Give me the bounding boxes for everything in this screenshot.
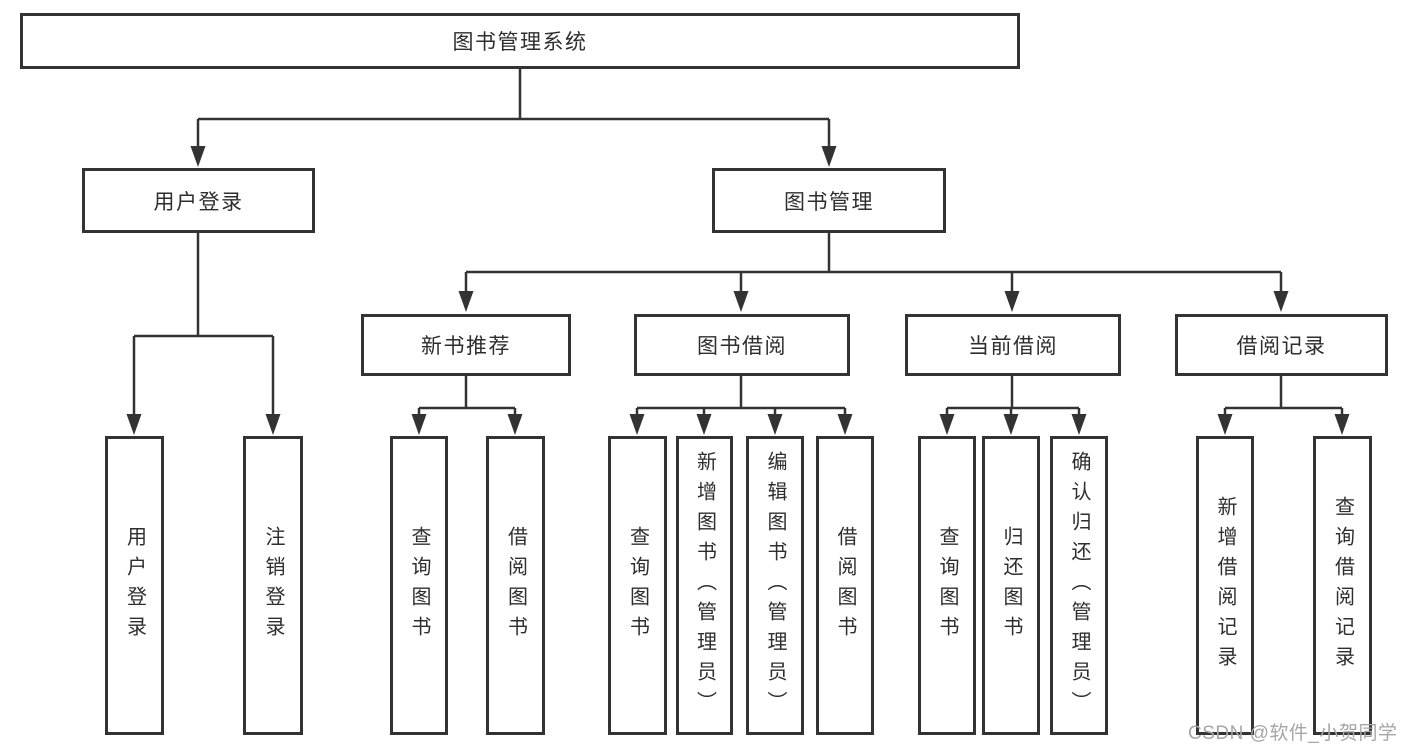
leaf-borrow-add-book-admin: 新增图书（管理员）	[676, 436, 733, 735]
node-root: 图书管理系统	[20, 13, 1020, 69]
leaf-recommend-borrow-book: 借阅图书	[486, 436, 545, 735]
node-user-login: 用户登录	[82, 168, 315, 233]
leaf-current-confirm-return-admin: 确认归还（管理员）	[1050, 436, 1108, 735]
node-current-borrow: 当前借阅	[905, 314, 1121, 376]
leaf-recommend-query-book: 查询图书	[390, 436, 448, 735]
leaf-logout: 注销登录	[243, 436, 303, 735]
watermark: CSDN @软件_小贺同学	[1188, 723, 1398, 744]
leaf-borrow-borrow-book: 借阅图书	[816, 436, 874, 735]
leaf-borrow-query-book: 查询图书	[608, 436, 667, 735]
leaf-borrow-edit-book-admin: 编辑图书（管理员）	[746, 436, 804, 735]
leaf-records-query-record: 查询借阅记录	[1313, 436, 1372, 735]
node-new-book-recommend: 新书推荐	[361, 314, 571, 376]
leaf-current-return-book: 归还图书	[982, 436, 1040, 735]
node-borrow-records: 借阅记录	[1175, 314, 1388, 376]
node-book-borrow: 图书借阅	[634, 314, 850, 376]
leaf-current-query-book: 查询图书	[918, 436, 976, 735]
leaf-user-login: 用户登录	[105, 436, 164, 735]
leaf-records-add-record: 新增借阅记录	[1196, 436, 1254, 735]
node-book-management: 图书管理	[712, 168, 946, 233]
